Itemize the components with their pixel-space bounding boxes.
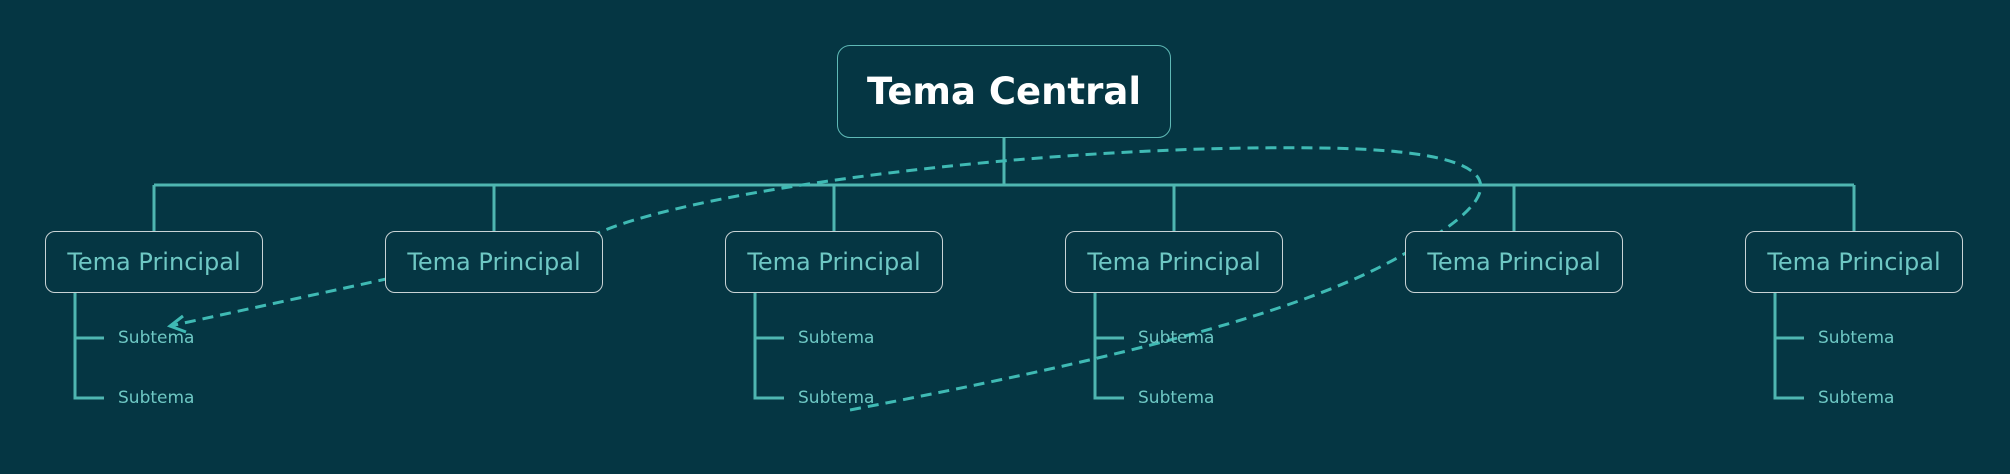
main-topic-label-1: Tema Principal <box>67 248 241 276</box>
main-topic-node-2[interactable]: Tema Principal <box>385 231 603 293</box>
subtopic-4-2[interactable]: Subtema <box>1138 388 1215 408</box>
sub-branch-6 <box>1773 293 1804 400</box>
main-topic-node-3[interactable]: Tema Principal <box>725 231 943 293</box>
subtopic-3-2[interactable]: Subtema <box>798 388 875 408</box>
subtopic-3-1[interactable]: Subtema <box>798 328 875 348</box>
main-topic-node-4[interactable]: Tema Principal <box>1065 231 1283 293</box>
main-topic-label-5: Tema Principal <box>1427 248 1601 276</box>
main-topic-label-2: Tema Principal <box>407 248 581 276</box>
main-topic-label-6: Tema Principal <box>1767 248 1941 276</box>
relationship-curve[interactable] <box>169 146 1483 412</box>
main-topic-label-3: Tema Principal <box>747 248 921 276</box>
central-topic-label: Tema Central <box>867 70 1141 113</box>
subtopic-6-2[interactable]: Subtema <box>1818 388 1895 408</box>
main-topic-label-4: Tema Principal <box>1087 248 1261 276</box>
main-topic-node-1[interactable]: Tema Principal <box>45 231 263 293</box>
sub-branch-3 <box>753 293 784 400</box>
subtopic-1-2[interactable]: Subtema <box>118 388 195 408</box>
relationship-connector[interactable] <box>166 146 1483 412</box>
sub-branch-4 <box>1093 293 1124 400</box>
main-topic-node-6[interactable]: Tema Principal <box>1745 231 1963 293</box>
sub-branch-1 <box>73 293 104 400</box>
subtopic-6-1[interactable]: Subtema <box>1818 328 1895 348</box>
subtopic-1-1[interactable]: Subtema <box>118 328 195 348</box>
central-topic-node[interactable]: Tema Central <box>837 45 1171 138</box>
relationship-arrowhead <box>166 314 187 334</box>
subtopic-4-1[interactable]: Subtema <box>1138 328 1215 348</box>
main-topic-node-5[interactable]: Tema Principal <box>1405 231 1623 293</box>
tree-connectors <box>73 138 1856 400</box>
